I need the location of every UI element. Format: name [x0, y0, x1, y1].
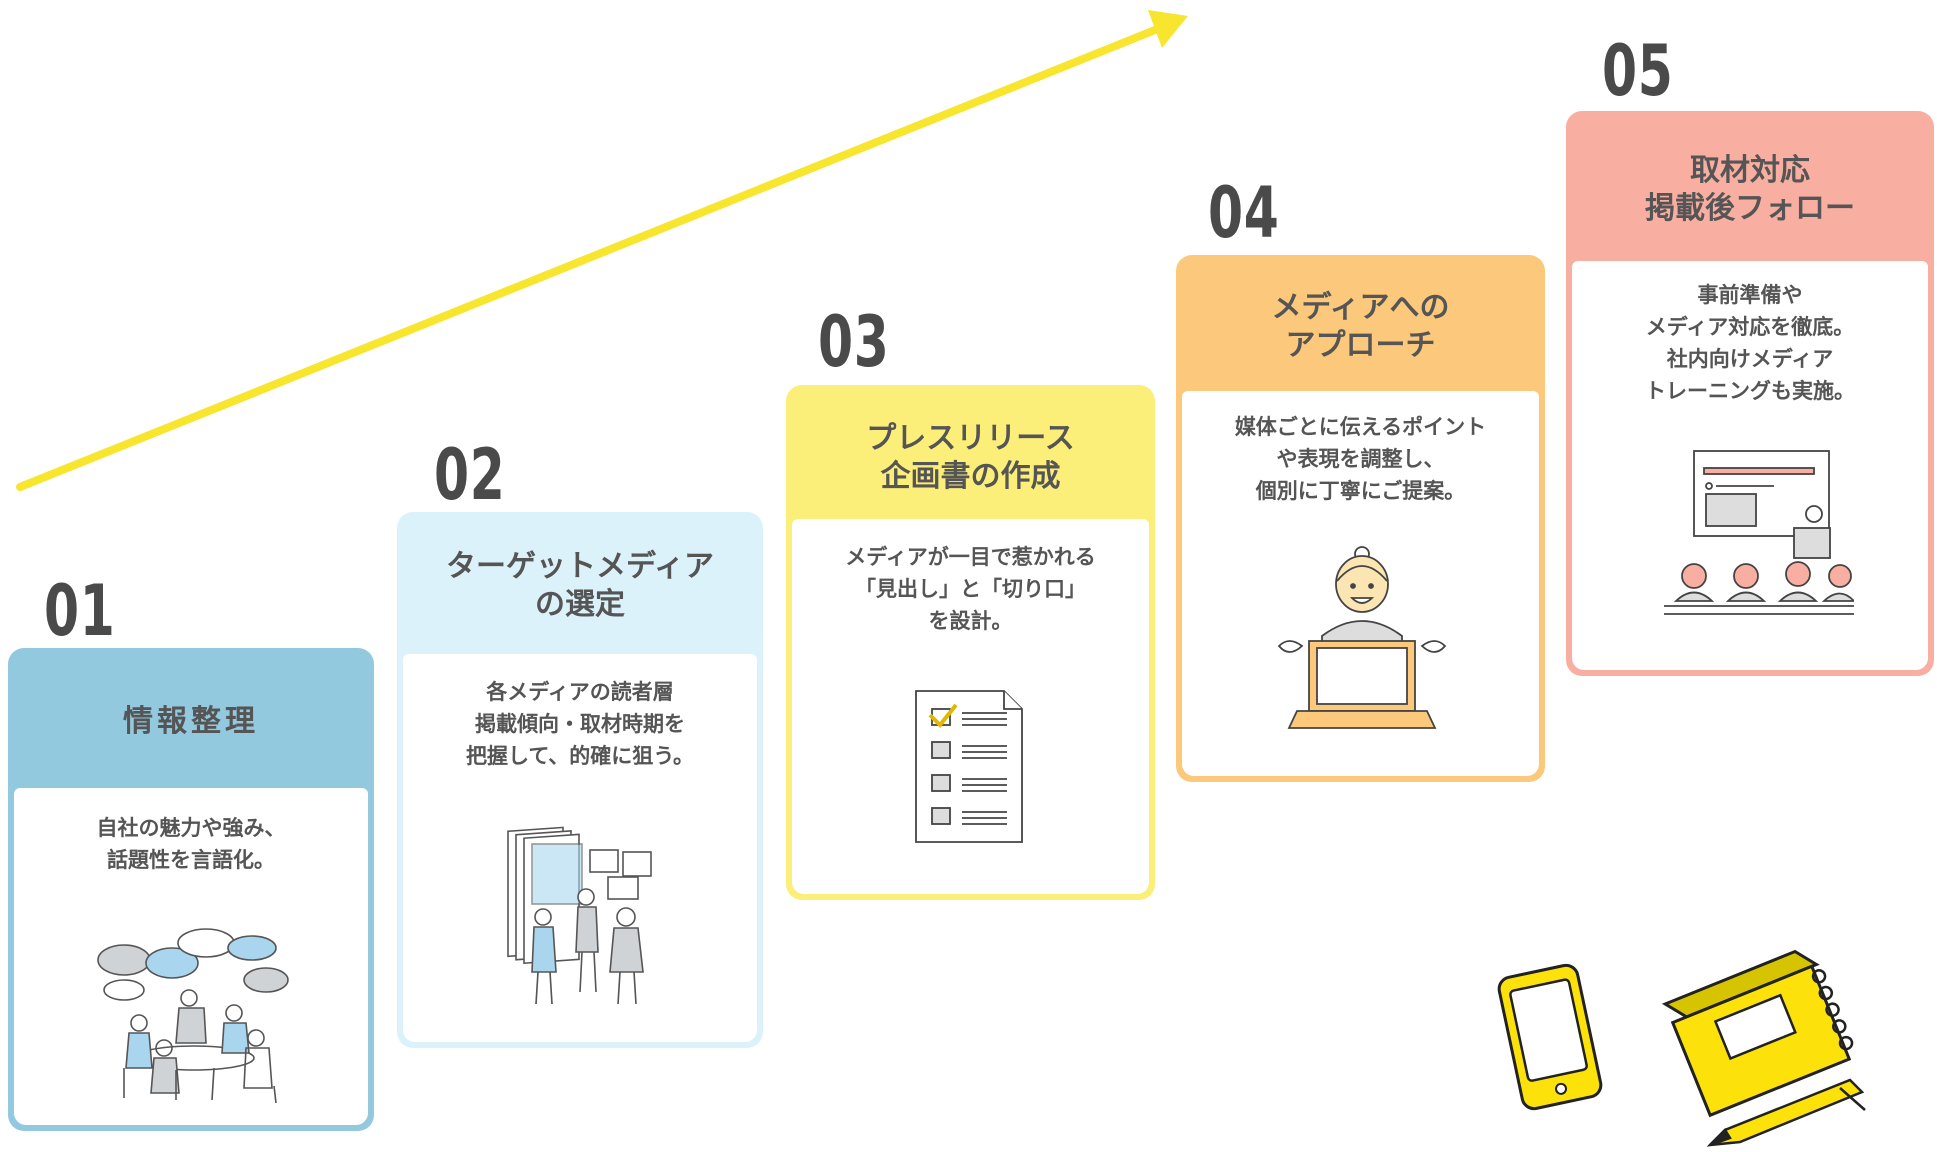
presenter-laptop-icon [1277, 546, 1447, 729]
step-card-02: ターゲットメディア の選定 各メディアの読者層 掲載傾向・取材時期を 把握して、… [397, 512, 763, 1048]
step-description: 事前準備や メディア対応を徹底。 社内向けメディア トレーニングも実施。 [1645, 283, 1855, 403]
checklist-document-icon [915, 690, 1023, 843]
step-number-01: 01 [44, 570, 116, 652]
step-number-03: 03 [818, 301, 890, 383]
step-title: ターゲットメディア の選定 [446, 549, 714, 622]
notebook-icon [1661, 949, 1854, 1118]
smartphone-icon [1497, 963, 1603, 1111]
step-number-02: 02 [434, 434, 506, 516]
step-title: 取材対応 掲載後フォロー [1645, 153, 1855, 226]
step-body: 各メディアの読者層 掲載傾向・取材時期を 把握して、的確に狙う。 [403, 654, 757, 1042]
step-title: プレスリリース 企画書の作成 [866, 421, 1075, 494]
step-number-04: 04 [1208, 172, 1280, 254]
step-body: 事前準備や メディア対応を徹底。 社内向けメディア トレーニングも実施。 [1572, 261, 1928, 670]
step-card-04: メディアへの アプローチ 媒体ごとに伝えるポイント や表現を調整し、 個別に丁寧… [1176, 255, 1545, 782]
step-card-01: 情報整理 自社の魅力や強み、 話題性を言語化。 [8, 648, 374, 1131]
team-discussion-icon [97, 928, 289, 1104]
step-title: メディアへの アプローチ [1271, 290, 1450, 363]
step-card-03: プレスリリース 企画書の作成 メディアが一目で惹かれる 「見出し」と「切り口」 … [786, 385, 1155, 900]
step-body: 媒体ごとに伝えるポイント や表現を調整し、 個別に丁寧にご提案。 [1182, 391, 1539, 776]
step-description: メディアが一目で惹かれる 「見出し」と「切り口」 を設計。 [845, 545, 1096, 633]
step-description: 自社の魅力や強み、 話題性を言語化。 [96, 816, 286, 872]
step-description: 各メディアの読者層 掲載傾向・取材時期を 把握して、的確に狙う。 [465, 680, 695, 768]
step-number-05: 05 [1602, 30, 1674, 112]
research-board-icon [507, 826, 652, 1005]
step-body: メディアが一目で惹かれる 「見出し」と「切り口」 を設計。 [792, 519, 1149, 894]
step-title: 情報整理 [123, 704, 259, 739]
step-body: 自社の魅力や強み、 話題性を言語化。 [14, 788, 368, 1125]
step-description: 媒体ごとに伝えるポイント や表現を調整し、 個別に丁寧にご提案。 [1234, 415, 1487, 503]
training-seminar-icon [1664, 450, 1854, 615]
step-card-05: 取材対応 掲載後フォロー 事前準備や メディア対応を徹底。 社内向けメディア ト… [1566, 111, 1934, 676]
pen-icon [1706, 1078, 1866, 1147]
arrow-head-icon [1148, 10, 1188, 48]
